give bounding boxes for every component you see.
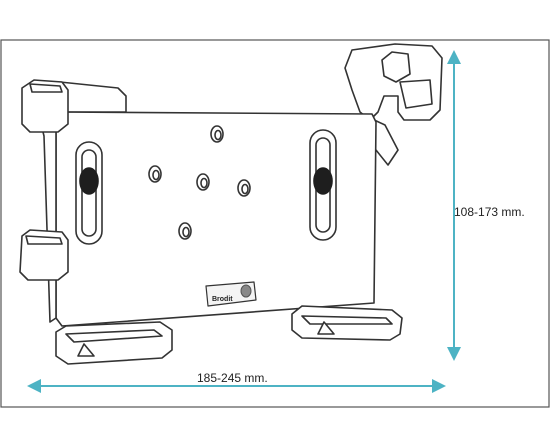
width-dimension (27, 379, 446, 393)
bottom-left-support (55, 321, 173, 365)
brand-logo (205, 281, 257, 307)
left-adjust-slot (75, 141, 103, 245)
left-bottom-clamp (19, 229, 69, 281)
width-arrow-left-head (27, 379, 41, 393)
drawing-border (0, 39, 550, 408)
height-label: 108-173 mm. (454, 205, 525, 219)
height-arrow-up-head (447, 50, 461, 64)
plate-edge (39, 111, 57, 323)
upper-left-arm (59, 81, 127, 113)
mounting-holes (148, 125, 251, 240)
height-arrow-down-head (447, 347, 461, 361)
left-top-clamp (21, 79, 69, 133)
logo-text: Brodit (212, 296, 233, 303)
right-adjust-slot (309, 129, 337, 241)
bottom-right-support (291, 305, 403, 341)
width-label: 185-245 mm. (197, 371, 268, 385)
rear-clamp (344, 43, 443, 166)
height-dimension (447, 50, 461, 361)
width-arrow-right-head (432, 379, 446, 393)
